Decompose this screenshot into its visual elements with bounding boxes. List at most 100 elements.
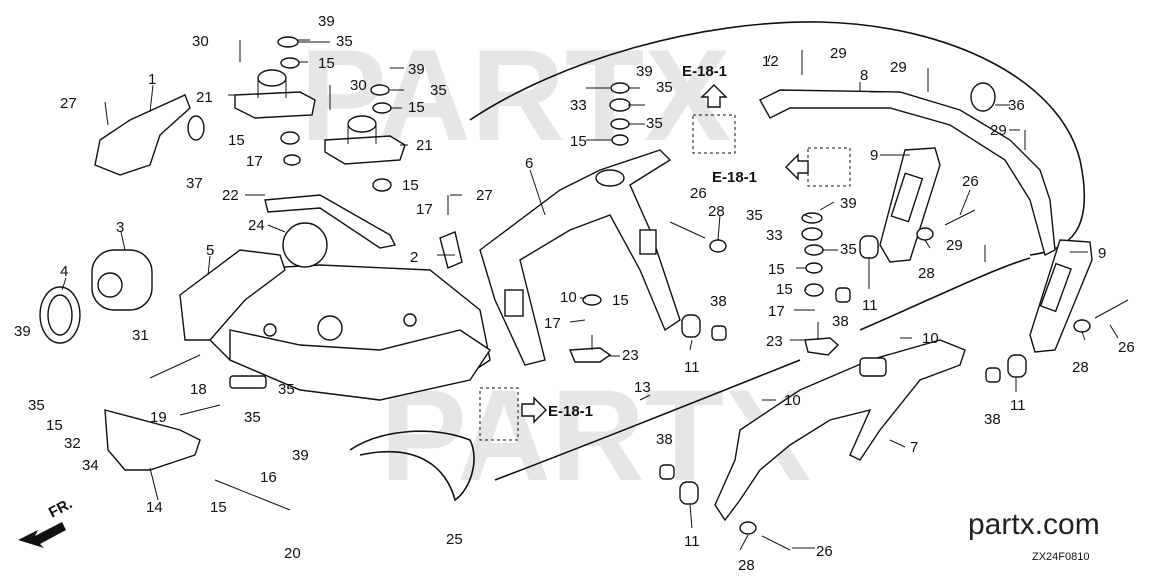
- callout-1: 1: [148, 71, 156, 88]
- callout-33-b: 33: [766, 227, 783, 244]
- ref-label-top: E-18-1: [682, 63, 727, 80]
- callout-29-c: 29: [990, 122, 1007, 139]
- callout-15-f: 15: [612, 292, 629, 309]
- callout-numbers: 1 2 3 4 5 6 7 8 9 9 10 10 10 11 11 11 11…: [14, 13, 1135, 574]
- callout-23-a: 23: [622, 347, 639, 364]
- callout-39-d: 39: [840, 195, 857, 212]
- callout-17-d: 17: [768, 303, 785, 320]
- callout-20: 20: [284, 545, 301, 562]
- clip-37: [187, 115, 205, 141]
- callout-29-a: 29: [830, 45, 847, 62]
- holder-36: [970, 82, 996, 112]
- rod-20: [214, 479, 291, 511]
- callout-21-b: 21: [416, 137, 433, 154]
- callout-16: 16: [260, 469, 277, 486]
- side-panel-5: [179, 249, 286, 341]
- lower-cover-14: [104, 409, 201, 471]
- bolt-19: [179, 404, 221, 416]
- bracket-1: [94, 94, 191, 176]
- callout-35-i: 35: [244, 409, 261, 426]
- cover-hole-2: [403, 313, 417, 327]
- ref-box-right: [807, 147, 851, 187]
- callout-37: 37: [186, 175, 203, 192]
- callout-29-b: 29: [890, 59, 907, 76]
- callout-11-b: 11: [862, 297, 878, 314]
- cap-24: [282, 222, 328, 268]
- callout-15-g: 15: [768, 261, 785, 278]
- callout-35-a: 35: [336, 33, 353, 50]
- callout-10-c: 10: [784, 392, 801, 409]
- callout-25: 25: [446, 531, 463, 548]
- frame-pad-right: [639, 229, 657, 255]
- mount-boss-left-sides: [257, 78, 287, 98]
- bolts: [104, 40, 1129, 551]
- callout-17-b: 17: [416, 201, 433, 218]
- callout-5: 5: [206, 242, 214, 259]
- callout-38-c: 38: [984, 411, 1001, 428]
- callout-10-a: 10: [560, 289, 577, 306]
- spring-18: [229, 375, 267, 389]
- callout-39-e: 39: [14, 323, 31, 340]
- callout-11-a: 11: [684, 359, 700, 376]
- ref-box-top: [692, 114, 736, 154]
- callout-31: 31: [132, 327, 149, 344]
- callout-29-d: 29: [946, 237, 963, 254]
- callout-8: 8: [860, 67, 868, 84]
- callout-23-b: 23: [766, 333, 783, 350]
- callout-38-a: 38: [710, 293, 727, 310]
- ref-label-lower: E-18-1: [548, 403, 593, 420]
- callout-15-a: 15: [318, 55, 335, 72]
- washers-28: [709, 227, 1091, 535]
- callout-35-d: 35: [646, 115, 663, 132]
- callout-11-d: 11: [684, 533, 700, 550]
- callout-35-c: 35: [656, 79, 673, 96]
- callout-35-b: 35: [430, 82, 447, 99]
- bracket-2: [439, 231, 463, 269]
- reference-labels: E-18-1 E-18-1 E-18-1: [548, 63, 757, 420]
- callout-15-b: 15: [408, 99, 425, 116]
- callout-38-b: 38: [832, 313, 849, 330]
- brand-logo-text: partx.com: [968, 508, 1100, 541]
- band-4-inner: [47, 294, 73, 336]
- ref-arrow-left: [785, 153, 809, 181]
- callout-9-right: 9: [1098, 245, 1106, 262]
- bracket-slot-left: [890, 172, 924, 223]
- handle-pipe-8: [759, 89, 1056, 257]
- drawing-code: ZX24F0810: [1032, 551, 1090, 563]
- callout-13: 13: [634, 379, 651, 396]
- callout-4: 4: [60, 263, 68, 280]
- callout-6: 6: [525, 155, 533, 172]
- switch-3-face: [97, 272, 123, 298]
- callout-2: 2: [410, 249, 418, 266]
- collars-38: [659, 287, 1001, 480]
- pivot-pins-23: [568, 322, 840, 363]
- callout-15-e: 15: [570, 133, 587, 150]
- lever-knob: [859, 357, 887, 377]
- top-mount-21-left: [234, 91, 316, 119]
- callout-35-g: 35: [28, 397, 45, 414]
- callout-3: 3: [116, 219, 124, 236]
- front-marker: FR.: [46, 495, 75, 521]
- callout-26-d: 26: [816, 543, 833, 560]
- callout-17-c: 17: [544, 315, 561, 332]
- cable-right-lower: [859, 257, 1031, 331]
- callout-14: 14: [146, 499, 163, 516]
- callout-15-d: 15: [402, 177, 419, 194]
- callout-27-b: 27: [476, 187, 493, 204]
- ref-arrow-up: [700, 84, 728, 108]
- mount-boss-left: [257, 69, 287, 87]
- callout-38-d: 38: [656, 431, 673, 448]
- cover-hole-1: [263, 323, 277, 337]
- linkage-22: [264, 194, 397, 249]
- callout-21-a: 21: [196, 89, 213, 106]
- choke-cable-13: [494, 359, 801, 481]
- callout-39-c: 39: [636, 63, 653, 80]
- ref-arrow-right: [521, 396, 547, 424]
- callout-15-i: 15: [46, 417, 63, 434]
- mount-boss-right-sides: [347, 124, 377, 144]
- ref-box-lower: [479, 387, 519, 441]
- callout-26-c: 26: [1118, 339, 1135, 356]
- cover-base-front: [229, 329, 491, 401]
- callout-15-c: 15: [228, 132, 245, 149]
- callout-34: 34: [82, 457, 99, 474]
